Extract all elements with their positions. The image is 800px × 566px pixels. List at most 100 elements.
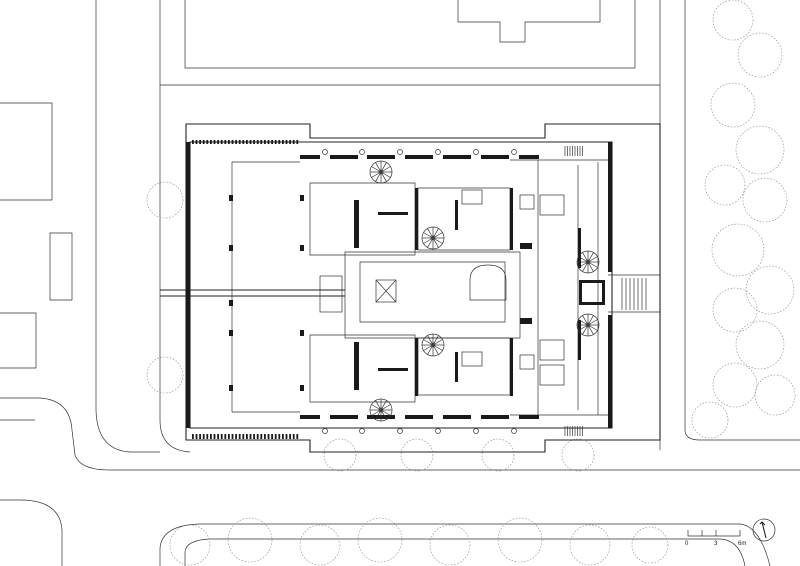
scale-tick-3: 3 — [714, 541, 718, 547]
facade-hatch — [289, 140, 291, 144]
stair-tread — [375, 171, 382, 182]
facade-hatch — [231, 140, 234, 144]
stair-tread — [380, 171, 387, 182]
stair-tread — [432, 228, 439, 239]
facade-hatch — [210, 140, 212, 144]
facade-hatch — [186, 306, 190, 310]
facade-hatch — [228, 434, 230, 439]
facade-hatch — [186, 354, 190, 358]
stair-tread — [380, 404, 391, 411]
facade-hatch — [186, 378, 190, 382]
tree-canopy — [569, 524, 611, 566]
facade-hatch — [186, 410, 190, 414]
stair-tread — [423, 344, 434, 351]
tree-canopy — [691, 401, 729, 439]
stair-tread — [380, 171, 391, 178]
room-fixtures — [461, 189, 565, 386]
column-marker — [229, 245, 233, 251]
tree-canopy — [712, 287, 758, 333]
facade-hatch — [246, 140, 248, 144]
stair-tread — [582, 252, 589, 263]
tree-canopy — [737, 32, 783, 78]
facade-hatch — [296, 434, 299, 439]
facade-hatch — [186, 218, 190, 222]
tree-canopy — [745, 265, 795, 315]
stair-tread — [432, 344, 439, 355]
facade-hatch — [186, 210, 190, 214]
stair-tread — [432, 237, 439, 248]
facade-hatch — [217, 434, 219, 439]
column-marker — [229, 385, 233, 391]
facade-hatch — [260, 140, 263, 144]
stair-tread — [427, 344, 434, 355]
facade-hatch — [267, 140, 270, 144]
facade-hatch — [186, 226, 190, 230]
tree-canopy — [299, 524, 341, 566]
facade-hatch — [246, 434, 248, 439]
stair-tread — [371, 404, 382, 411]
building-outline — [185, 123, 661, 453]
column-marker — [397, 428, 403, 434]
column-marker — [435, 428, 441, 434]
facade-hatch — [292, 434, 295, 439]
column-marker — [300, 385, 304, 391]
facade-hatch — [271, 434, 273, 439]
tree-canopy — [735, 320, 785, 370]
facade-hatch — [186, 202, 190, 206]
facade-hatch — [186, 346, 190, 350]
column-marker — [397, 149, 403, 155]
column-marker — [359, 149, 365, 155]
column-marker — [229, 300, 233, 306]
tree-canopy — [710, 82, 756, 128]
column-marker — [322, 149, 328, 155]
facade-hatch — [271, 140, 273, 144]
tree-canopy — [497, 517, 543, 563]
columns — [229, 149, 517, 434]
tree-canopy — [754, 374, 796, 416]
stair-tread — [375, 400, 382, 411]
facade-hatch — [224, 434, 227, 439]
facade-hatch — [282, 434, 284, 439]
facade-hatch — [256, 140, 259, 144]
stair-tread — [371, 409, 382, 416]
stair-tread — [423, 339, 434, 346]
facade-hatch — [231, 434, 234, 439]
facade-hatch — [199, 434, 201, 439]
facade-hatch — [235, 434, 237, 439]
stair-tread — [578, 256, 589, 263]
facade-hatch — [186, 170, 190, 174]
tree-canopy — [227, 517, 273, 563]
facade-hatch — [186, 274, 190, 278]
tree-canopy — [711, 223, 765, 277]
tree-canopy — [146, 356, 184, 394]
stair-tread — [427, 335, 434, 346]
column-marker — [435, 149, 441, 155]
tree-canopy — [631, 526, 669, 564]
tree-canopy — [429, 524, 471, 566]
column-marker — [300, 330, 304, 336]
facade-hatch — [274, 140, 277, 144]
facade-hatch — [289, 434, 291, 439]
facade-hatch — [186, 178, 190, 182]
facade-hatch — [192, 140, 194, 144]
tree-canopy — [561, 438, 595, 472]
tree-canopy — [712, 0, 754, 41]
facade-hatch — [260, 434, 263, 439]
stair-tread — [380, 409, 391, 416]
facade-hatch — [186, 186, 190, 190]
column-marker — [473, 149, 479, 155]
tree-canopy — [481, 438, 515, 472]
facade-hatch — [186, 234, 190, 238]
facade-hatch — [264, 140, 266, 144]
facade-hatch — [186, 146, 190, 150]
facade-hatch — [186, 250, 190, 254]
facade-hatch — [278, 434, 281, 439]
facade-hatch — [186, 322, 190, 326]
stair-tread — [380, 162, 387, 173]
facade-hatch — [186, 242, 190, 246]
facade-hatch — [186, 258, 190, 262]
facade-hatch — [186, 290, 190, 294]
